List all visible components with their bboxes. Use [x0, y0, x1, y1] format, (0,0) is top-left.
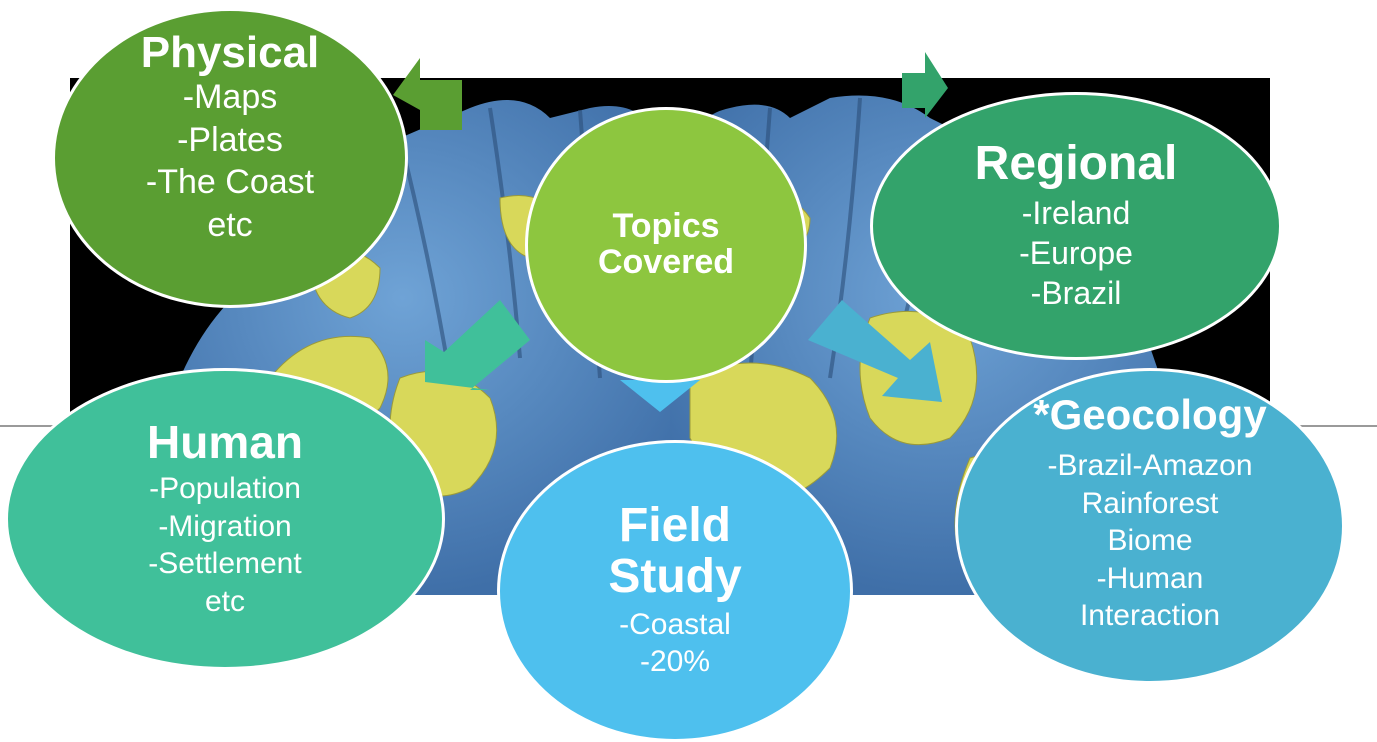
regional-title: Regional [974, 136, 1178, 190]
geocology-item: Rainforest [1081, 486, 1219, 520]
regional-bubble: Regional -Ireland -Europe -Brazil [870, 92, 1282, 360]
arrow-to-regional [902, 52, 948, 118]
field-item: -20% [639, 645, 711, 679]
center-title-line1: Topics [612, 207, 720, 246]
field-item: -Coastal [619, 607, 731, 641]
human-item: -Migration [158, 509, 292, 543]
geocology-bubble: *Geocology -Brazil-Amazon Rainforest Bio… [955, 368, 1345, 684]
arrow-to-physical [393, 58, 462, 130]
physical-item: -Plates [177, 120, 283, 159]
geocology-title: *Geocology [1033, 391, 1267, 438]
field-title-line2: Study [608, 549, 742, 603]
geocology-item: -Human [1096, 561, 1204, 595]
center-title-line2: Covered [597, 243, 735, 281]
human-item: etc [204, 584, 246, 618]
arrow-to-geocology [808, 300, 942, 402]
physical-item: etc [207, 205, 253, 244]
geocology-item: Interaction [1079, 599, 1221, 633]
divider-line-right [1290, 425, 1377, 427]
regional-item: -Europe [1019, 235, 1133, 272]
physical-item: -Maps [182, 78, 278, 117]
physical-title: Physical [140, 27, 320, 77]
geocology-item: Biome [1107, 524, 1193, 558]
human-bubble: Human -Population -Migration -Settlement… [5, 368, 445, 670]
geocology-item: -Brazil-Amazon [1047, 449, 1253, 483]
physical-item: -The Coast [145, 163, 315, 202]
divider-line-left [0, 425, 60, 427]
human-item: -Population [149, 472, 301, 506]
field-title-line1: Field [618, 499, 731, 553]
regional-item: -Ireland [1021, 195, 1131, 232]
physical-bubble: Physical -Maps -Plates -The Coast etc [52, 8, 408, 308]
human-item: -Settlement [148, 547, 302, 581]
topics-covered-bubble: Topics Covered [525, 107, 807, 383]
field-study-bubble: Field Study -Coastal -20% [497, 440, 853, 742]
regional-item: -Brazil [1030, 275, 1122, 312]
arrow-to-human [425, 300, 530, 390]
human-title: Human [147, 415, 303, 468]
